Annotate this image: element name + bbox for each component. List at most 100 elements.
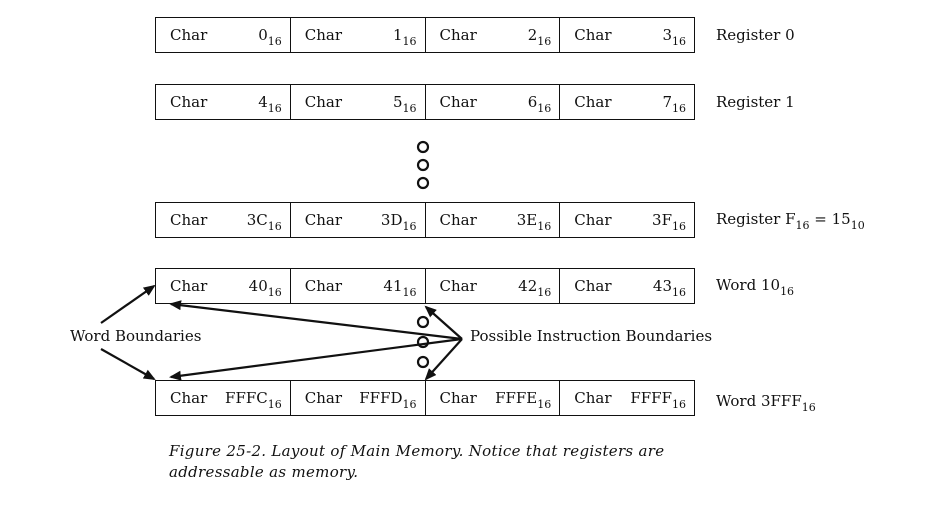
char-cell: Char FFFD16 — [291, 381, 426, 415]
char-index: 3D — [380, 211, 403, 229]
char-cell: Char 316 — [560, 18, 694, 52]
char-label: Char — [304, 211, 343, 229]
word-3fff-label: Word 3FFF16 — [716, 392, 816, 414]
char-index-base: 16 — [672, 398, 686, 411]
char-index: 3C — [246, 211, 268, 229]
char-cell: Char 4016 — [156, 269, 291, 303]
char-index-base: 16 — [402, 35, 417, 48]
register-f-label: Register F16 = 1510 — [716, 210, 865, 232]
char-label: Char — [439, 211, 477, 229]
char-label: Char — [439, 93, 477, 111]
ellipsis-dot — [416, 315, 430, 329]
char-index: 2 — [527, 26, 538, 44]
instruction-boundary-arrow — [169, 300, 463, 341]
instruction-boundary-arrow — [424, 338, 463, 381]
char-index-base: 16 — [267, 220, 282, 233]
ellipsis-dot — [416, 176, 430, 190]
ellipsis-dot — [416, 158, 430, 172]
char-index: FFFD — [359, 389, 403, 407]
char-index-base: 16 — [267, 102, 282, 115]
instruction-boundary-arrow — [424, 305, 463, 340]
ellipsis-dot — [416, 140, 430, 154]
char-index-base: 16 — [402, 220, 417, 233]
char-cell: Char 216 — [426, 18, 561, 52]
char-index-base: 16 — [537, 286, 552, 299]
char-label: Char — [170, 277, 208, 295]
char-index: FFFF — [630, 389, 672, 407]
char-index-base: 16 — [672, 286, 686, 299]
char-cell: Char 016 — [156, 18, 291, 52]
char-label: Char — [574, 26, 612, 44]
char-cell: Char 616 — [426, 85, 561, 119]
char-cell: Char 3E16 — [426, 203, 561, 237]
char-index: 40 — [248, 277, 268, 295]
char-index: FFFC — [225, 389, 268, 407]
char-index-base: 16 — [402, 286, 417, 299]
char-index: 7 — [662, 93, 672, 111]
char-label: Char — [170, 389, 208, 407]
char-label: Char — [439, 26, 477, 44]
char-label: Char — [574, 93, 612, 111]
char-label: Char — [304, 26, 343, 44]
word-10-label: Word 1016 — [716, 276, 795, 298]
char-index: 1 — [392, 26, 403, 44]
char-label: Char — [170, 211, 208, 229]
char-index-base: 16 — [672, 35, 686, 48]
char-index: 3F — [652, 211, 672, 229]
char-cell: Char 516 — [291, 85, 426, 119]
char-index: 0 — [258, 26, 268, 44]
char-cell: Char 116 — [291, 18, 426, 52]
figure-caption: Figure 25-2. Layout of Main Memory. Noti… — [169, 442, 665, 481]
register-1-label: Register 1 — [716, 93, 795, 111]
char-label: Char — [304, 277, 343, 295]
char-index-base: 16 — [537, 220, 552, 233]
char-index: 3E — [516, 211, 538, 229]
char-cell: Char 716 — [560, 85, 694, 119]
char-label: Char — [170, 93, 208, 111]
register-0-label: Register 0 — [716, 26, 795, 44]
char-index-base: 16 — [267, 398, 282, 411]
char-index-base: 16 — [672, 220, 686, 233]
char-index-base: 16 — [267, 35, 282, 48]
char-index-base: 16 — [537, 398, 552, 411]
char-index: 4 — [258, 93, 268, 111]
char-index-base: 16 — [537, 35, 552, 48]
char-index: 6 — [527, 93, 538, 111]
char-label: Char — [304, 389, 343, 407]
char-label: Char — [574, 277, 612, 295]
char-label: Char — [439, 277, 477, 295]
char-label: Char — [304, 93, 343, 111]
word-boundaries-label: Word Boundaries — [70, 327, 202, 345]
char-cell: Char 4316 — [560, 269, 694, 303]
char-label: Char — [574, 389, 612, 407]
char-cell: Char 3C16 — [156, 203, 291, 237]
char-index: 5 — [392, 93, 403, 111]
char-index: 43 — [652, 277, 672, 295]
char-label: Char — [170, 26, 208, 44]
word-boundary-arrow — [100, 348, 156, 380]
char-index: 3 — [662, 26, 672, 44]
char-index-base: 16 — [402, 102, 417, 115]
char-cell: Char FFFC16 — [156, 381, 291, 415]
char-cell: Char FFFF16 — [560, 381, 694, 415]
instruction-boundary-arrow — [169, 337, 463, 381]
char-index: 41 — [383, 277, 403, 295]
char-index-base: 16 — [537, 102, 552, 115]
word-boundary-arrow — [100, 284, 156, 324]
char-label: Char — [439, 389, 477, 407]
char-cell: Char 3D16 — [291, 203, 426, 237]
char-index-base: 16 — [672, 102, 686, 115]
char-index-base: 16 — [402, 398, 417, 411]
instruction-boundaries-label: Possible Instruction Boundaries — [470, 327, 713, 345]
char-cell: Char 416 — [156, 85, 291, 119]
char-index-base: 16 — [267, 286, 282, 299]
